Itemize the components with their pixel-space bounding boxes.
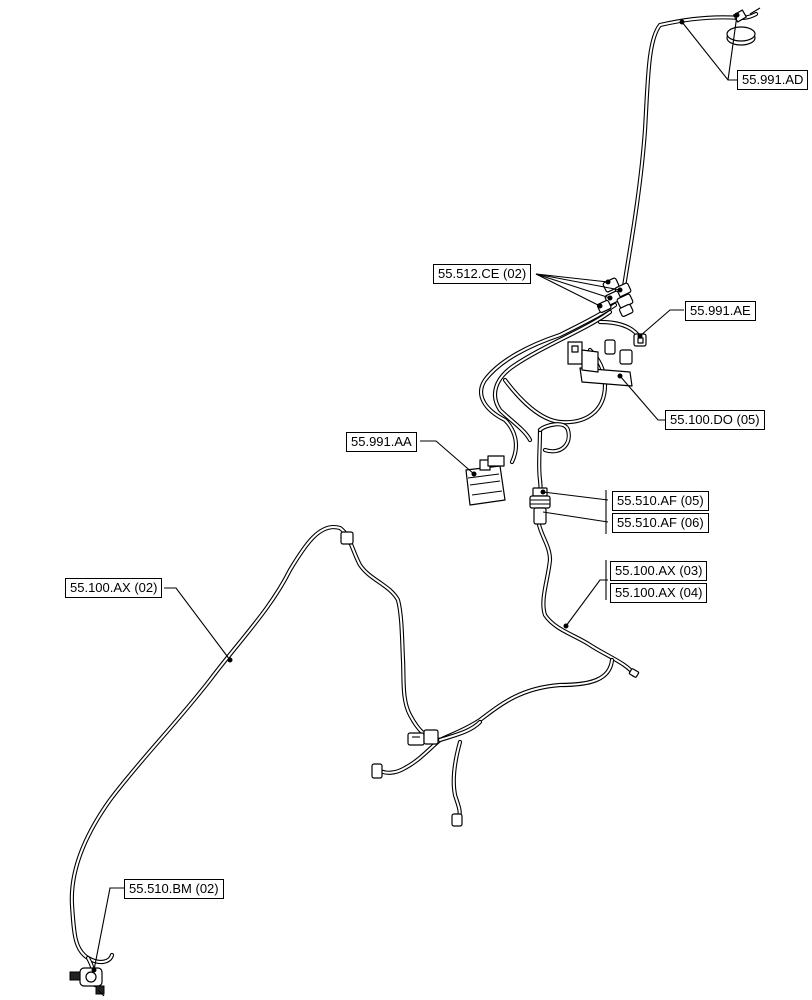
mid-connector-pair xyxy=(407,729,439,746)
wire-left-arc-core xyxy=(70,526,441,963)
wire-frame-loop-core xyxy=(504,349,606,424)
sensor-af xyxy=(529,487,551,525)
callout-55-100-ax-04: 55.100.AX (04) xyxy=(610,583,708,603)
plug-ax-end xyxy=(628,668,640,678)
end-connector-left xyxy=(371,763,383,779)
wire-top-branch-core xyxy=(621,13,757,301)
wire-ce-trunk-core xyxy=(480,304,616,463)
wire-y-branch-left-core xyxy=(377,739,441,774)
callout-55-991-ad: 55.991.AD xyxy=(737,70,809,90)
wire-loop-right-core xyxy=(539,423,570,453)
harness-wires xyxy=(69,11,759,988)
upper-clip xyxy=(340,531,354,545)
callout-55-991-ae: 55.991.AE xyxy=(685,301,756,321)
end-connector-down xyxy=(451,813,463,827)
callout-55-100-do: 55.100.DO (05) xyxy=(665,410,765,430)
wire-y-branch-right-core xyxy=(439,721,481,741)
wire-lower-sweep-core xyxy=(439,659,613,741)
callout-55-510-af-05: 55.510.AF (05) xyxy=(612,491,709,511)
wire-ce-trunk-2-core xyxy=(494,311,611,441)
callout-55-512-ce: 55.512.CE (02) xyxy=(433,264,532,284)
callout-55-100-ax-02: 55.100.AX (02) xyxy=(65,578,163,598)
wire-y-branch-down-core xyxy=(452,741,461,821)
leader-dots xyxy=(91,12,740,973)
module-do xyxy=(567,339,633,387)
callout-55-100-ax-03: 55.100.AX (03) xyxy=(610,561,708,581)
callout-55-991-aa: 55.991.AA xyxy=(346,432,417,452)
sensor-bm xyxy=(69,967,105,997)
leader-lines xyxy=(93,14,738,971)
connector-cluster-ce xyxy=(596,277,634,318)
wire-lower-trunk-core xyxy=(537,519,635,676)
callout-55-510-af-06: 55.510.AF (06) xyxy=(612,513,709,533)
callout-55-510-bm: 55.510.BM (02) xyxy=(124,879,224,899)
connector-aa xyxy=(465,455,506,506)
